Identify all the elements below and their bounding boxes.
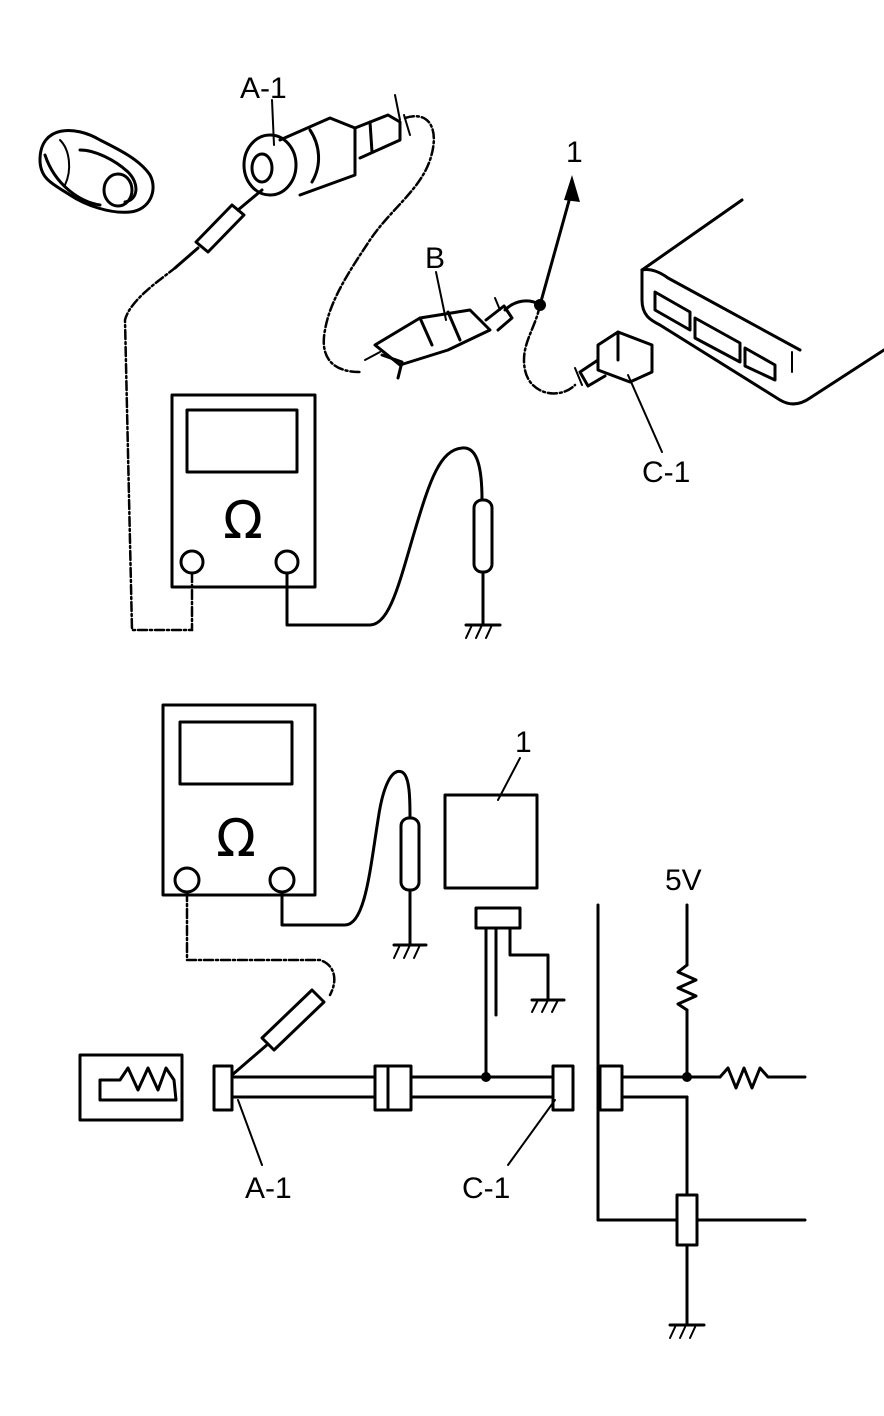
- wire-a1-to-b: [322, 115, 436, 374]
- sensor-symbol: [78, 1053, 184, 1122]
- sensor-body-drawing: [38, 128, 155, 214]
- label-c1-top: C-1: [642, 456, 690, 489]
- meter-lead-left-top: [123, 266, 194, 632]
- leader-a1-bottom: [237, 1099, 263, 1166]
- label-a1-top: A-1: [240, 72, 287, 105]
- ecu-box-drawing: [640, 198, 884, 406]
- unit-1-connector: [474, 906, 566, 1079]
- label-1-top: 1: [566, 136, 583, 169]
- probe-top-left: [173, 188, 264, 270]
- unit-1-box: [443, 793, 539, 890]
- probe-bottom: [230, 988, 326, 1077]
- label-a1-bottom: A-1: [245, 1172, 292, 1205]
- top-pictorial-view: Ω A-1 B 1 C-1: [38, 72, 884, 639]
- leader-1-bottom: [497, 757, 521, 801]
- harness-junction-dot: [481, 1072, 491, 1082]
- label-b-top: B: [425, 242, 445, 275]
- connector-a1-symbol: [212, 1064, 234, 1112]
- label-5v: 5V: [665, 864, 702, 897]
- leader-b-top: [435, 271, 447, 321]
- label-1-bottom: 1: [515, 726, 532, 759]
- connector-c1-symbol: [551, 1064, 575, 1112]
- multimeter-top: [170, 393, 317, 589]
- meter-lead-right-bottom: [280, 769, 412, 927]
- meter-lead-right-top: [285, 446, 484, 627]
- wire-junction-to-c1: [522, 303, 577, 395]
- arrow-to-unit-1: [538, 175, 580, 307]
- bottom-schematic-view: Ω: [78, 703, 807, 1339]
- meter-symbol-top: Ω: [223, 491, 263, 551]
- ecu-internal-circuit: [596, 903, 807, 1339]
- connector-c1-drawing: [574, 330, 654, 388]
- meter-lead-left-bottom: [185, 890, 336, 997]
- label-c1-bottom: C-1: [462, 1172, 510, 1205]
- middle-connector-symbol: [373, 1064, 413, 1112]
- meter-symbol-bottom: Ω: [216, 809, 256, 869]
- connector-b-drawing: [364, 297, 514, 380]
- ground-probe-bottom: [392, 816, 428, 959]
- ground-probe-top: [464, 498, 502, 639]
- connector-a1-drawing: [242, 94, 411, 197]
- leader-a1-top: [271, 99, 275, 146]
- leader-c1: [627, 374, 663, 453]
- leader-c1-bottom: [507, 1099, 556, 1166]
